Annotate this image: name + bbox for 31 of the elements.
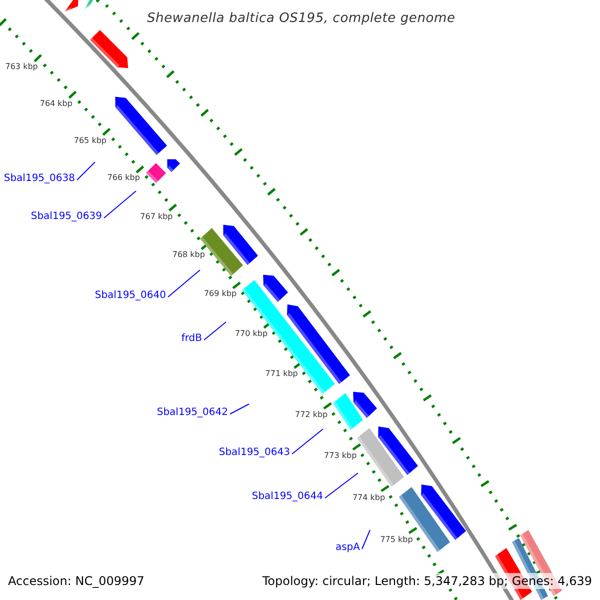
scale-label: 763 kbp <box>5 63 38 72</box>
scale-label: 773 kbp <box>324 452 357 460</box>
scale-label: 767 kbp <box>140 212 173 221</box>
scale-label: 766 kbp <box>107 174 140 182</box>
scale-label: 771 kbp <box>265 370 298 378</box>
scale-label: 768 kbp <box>172 251 205 260</box>
map-title: Shewanella baltica OS195, complete genome <box>147 10 456 28</box>
gene-label: Sbal195_0644 <box>252 492 323 502</box>
leader-line <box>362 530 370 550</box>
leader-line <box>204 322 226 340</box>
gene-label: Sbal195_0643 <box>218 448 290 458</box>
accession-text: Accession: NC_009997 <box>8 573 144 589</box>
leader-line <box>76 162 96 180</box>
scale-label: 765 kbp <box>74 136 106 145</box>
scale-label: 772 kbp <box>295 410 328 419</box>
gene-label: Sbal195_0638 <box>4 174 75 184</box>
gene-label: aspA <box>335 543 360 553</box>
gene-label: Sbal195_0640 <box>94 291 166 301</box>
leader-line <box>292 428 324 454</box>
leader-line <box>230 404 250 414</box>
leader-line <box>168 270 200 298</box>
scale-label: 769 kbp <box>204 290 237 298</box>
scale-label: 775 kbp <box>380 536 413 544</box>
leader-line <box>104 190 136 218</box>
gene-label: frdB <box>181 334 202 344</box>
gene-label: Sbal195_0639 <box>30 212 102 222</box>
scale-label: 774 kbp <box>352 494 386 502</box>
leader-line <box>324 472 358 498</box>
scale-label: 764 kbp <box>40 100 72 108</box>
scale-label: 770 kbp <box>234 330 268 338</box>
gene-label: Sbal195_0642 <box>156 408 228 418</box>
